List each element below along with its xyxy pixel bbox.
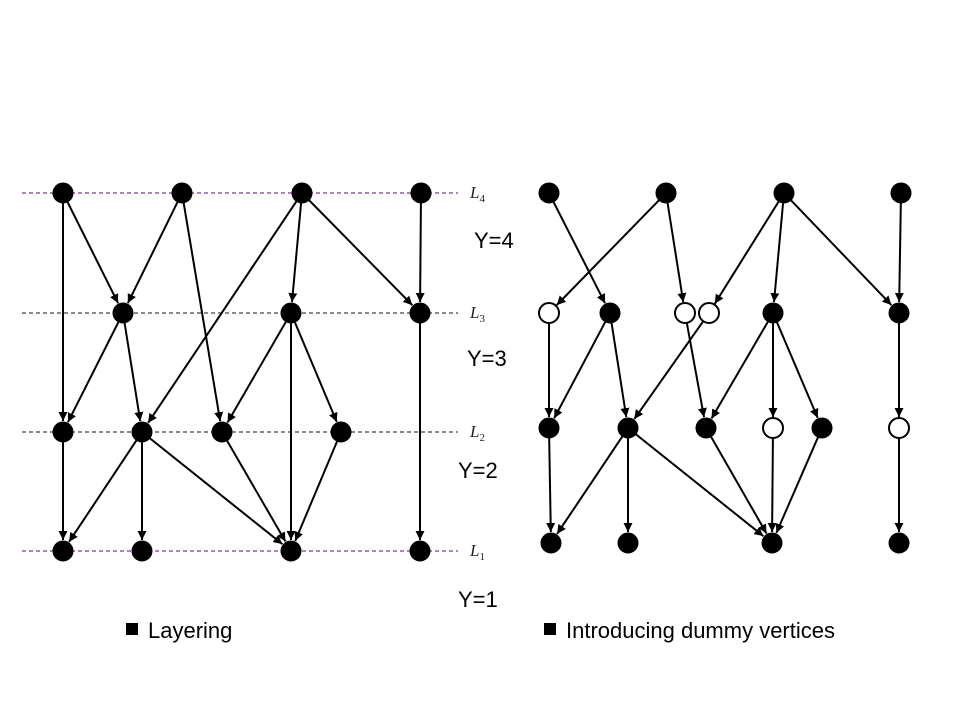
layer-label-l4: L4 [469, 183, 485, 205]
caption-dummy-vertices: Introducing dummy vertices [566, 618, 835, 643]
right-edge-a4-b5 [894, 202, 904, 303]
caption-layering: Layering [148, 618, 232, 643]
left-edge-a3-b3 [308, 199, 414, 306]
left-vertex-d2 [131, 540, 153, 562]
right-vertex-a4 [890, 182, 912, 204]
left-edge-c3-d3 [226, 440, 287, 542]
left-edge-a3-c2 [147, 200, 298, 424]
left-edge-b1-c1 [67, 321, 120, 423]
layer-label-l1: L1 [469, 541, 485, 563]
y-label-3: Y=3 [467, 346, 507, 371]
right-dummy-vertex-b2 [674, 302, 696, 324]
left-vertex-d1 [52, 540, 74, 562]
right-edge-c4-d3 [767, 437, 777, 533]
y-label-2: Y=2 [458, 458, 498, 483]
right-edge-a2-b0 [555, 199, 660, 306]
left-vertex-a2 [171, 182, 193, 204]
left-edge-a2-b1 [126, 201, 179, 304]
right-dummy-vertex-c4 [762, 417, 784, 439]
left-vertex-c1 [52, 421, 74, 443]
left-edge-a1-b1 [66, 201, 119, 304]
right-edge-c5-d3 [775, 436, 819, 534]
bullet-square-left [126, 623, 138, 635]
y-label-4: Y=4 [474, 228, 514, 253]
right-vertex-d3 [761, 532, 783, 554]
left-edge-b2-c4 [293, 321, 338, 423]
right-edge-b1-c1 [553, 321, 607, 419]
right-dummy-vertex-c6 [888, 417, 910, 439]
right-graph-edges [544, 199, 904, 537]
left-edge-c2-d1 [68, 439, 138, 543]
left-edge-b1-c2 [123, 322, 144, 422]
left-graph-nodes [52, 182, 432, 562]
y-label-1: Y=1 [458, 587, 498, 612]
y-labels: Y=4 Y=3 Y=2 Y=1 [458, 228, 514, 612]
right-vertex-d4 [888, 532, 910, 554]
right-edge-c2-d3 [635, 433, 765, 537]
right-edge-b3-c2 [633, 320, 705, 420]
right-vertex-b1 [599, 302, 621, 324]
left-vertex-d4 [409, 540, 431, 562]
left-edge-a4-b3 [415, 202, 425, 303]
left-edge-a2-c3 [182, 202, 224, 422]
right-dummy-vertex-b3 [698, 302, 720, 324]
left-vertex-d3 [280, 540, 302, 562]
layer-lines [22, 192, 458, 552]
left-vertex-b3 [409, 302, 431, 324]
right-vertex-c2 [617, 417, 639, 439]
right-vertex-c5 [811, 417, 833, 439]
left-edge-a3-b2 [288, 202, 303, 303]
left-edge-c2-d3 [149, 437, 284, 545]
right-vertex-a2 [655, 182, 677, 204]
right-vertex-b4 [762, 302, 784, 324]
right-edge-b1-c2 [610, 322, 630, 418]
layer-label-l3: L3 [469, 303, 485, 325]
right-vertex-c1 [538, 417, 560, 439]
left-vertex-b1 [112, 302, 134, 324]
left-graph-edges [58, 199, 425, 545]
right-edge-a3-b5 [790, 199, 893, 306]
layer-labels: L4 L3 L2 L1 [469, 183, 485, 563]
left-vertex-a1 [52, 182, 74, 204]
right-edge-b4-c3 [710, 321, 769, 419]
right-vertex-d2 [617, 532, 639, 554]
right-edge-a1-b1 [552, 201, 606, 304]
right-vertex-a3 [773, 182, 795, 204]
right-edge-a3-b4 [770, 202, 785, 303]
left-vertex-c4 [330, 421, 352, 443]
left-vertex-a4 [410, 182, 432, 204]
caption-right: Introducing dummy vertices [544, 618, 835, 643]
right-edge-c2-d1 [556, 435, 624, 535]
left-vertex-c3 [211, 421, 233, 443]
right-vertex-a1 [538, 182, 560, 204]
right-vertex-c3 [695, 417, 717, 439]
bullet-square-right [544, 623, 556, 635]
right-dummy-vertex-b0 [538, 302, 560, 324]
right-edge-a3-b3 [713, 200, 780, 305]
left-vertex-b2 [280, 302, 302, 324]
right-edge-c1-d1 [546, 437, 556, 533]
right-vertex-d1 [540, 532, 562, 554]
right-edge-a2-b2 [666, 202, 687, 303]
caption-left: Layering [126, 618, 232, 643]
left-vertex-c2 [131, 421, 153, 443]
layer-label-l2: L2 [469, 422, 485, 444]
right-graph-nodes [538, 182, 912, 554]
left-vertex-a3 [291, 182, 313, 204]
right-edge-b4-c5 [775, 321, 819, 419]
right-edge-c3-d3 [710, 436, 768, 534]
left-edge-c4-d3 [294, 440, 339, 542]
right-edge-b2-c3 [685, 322, 707, 418]
right-vertex-b5 [888, 302, 910, 324]
left-edge-b2-c3 [226, 321, 287, 423]
